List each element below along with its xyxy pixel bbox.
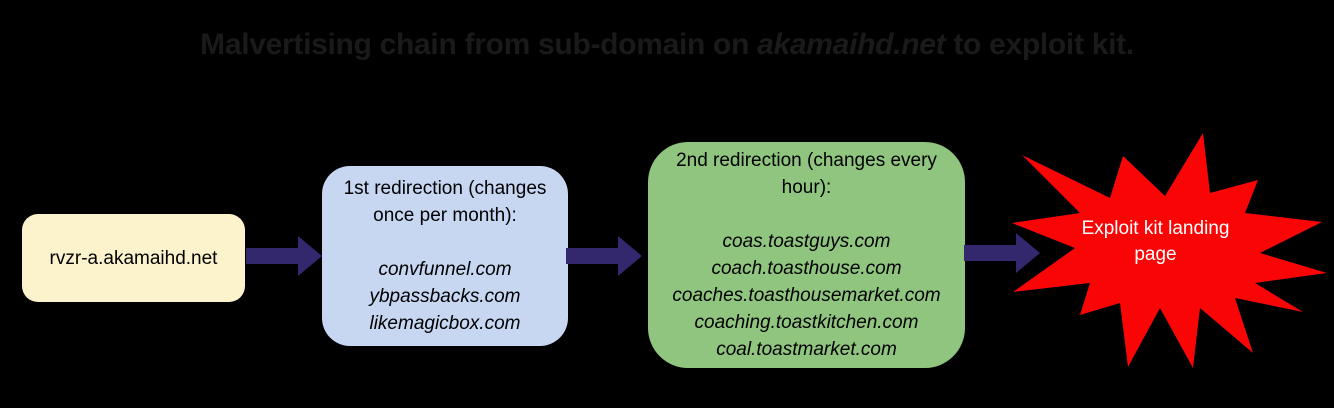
domain-item: coas.toastguys.com bbox=[722, 231, 891, 252]
arrow-right-shape bbox=[246, 236, 322, 276]
arrow-right-shape bbox=[566, 236, 642, 276]
title-suffix: to exploit kit. bbox=[945, 28, 1134, 61]
domain-item: coaches.toasthousemarket.com bbox=[672, 285, 941, 306]
source-domain-label: rvzr-a.akamaihd.net bbox=[49, 247, 218, 269]
domain-item: convfunnel.com bbox=[378, 259, 512, 280]
domain-item: ybpassbacks.com bbox=[369, 286, 521, 307]
explosion-burst-icon bbox=[1012, 133, 1327, 368]
explosion-shape bbox=[1012, 133, 1327, 368]
domain-item: coaching.toastkitchen.com bbox=[694, 312, 919, 333]
redirect2-domain-list: coas.toastguys.com coach.toasthouse.com … bbox=[672, 228, 940, 363]
title-prefix: Malvertising chain from sub-domain on bbox=[200, 28, 758, 61]
redirect2-heading: 2nd redirection (changes every hour): bbox=[676, 150, 937, 198]
domain-item: likemagicbox.com bbox=[369, 313, 521, 334]
domain-item: coach.toasthouse.com bbox=[711, 258, 902, 279]
arrow-right-icon bbox=[246, 236, 322, 276]
title-domain-emphasis: akamaihd.net bbox=[757, 28, 946, 61]
source-node: rvzr-a.akamaihd.net bbox=[22, 214, 245, 302]
exploit-kit-label: Exploit kit landing page bbox=[1081, 218, 1230, 265]
redirect1-heading: 1st redirection (changes once per month)… bbox=[343, 178, 547, 226]
redirect1-domain-list: convfunnel.com ybpassbacks.com likemagic… bbox=[369, 256, 520, 337]
diagram-title: Malvertising chain from sub-domain on ak… bbox=[7, 27, 1327, 63]
arrow-right-icon bbox=[964, 233, 1040, 273]
domain-item: coal.toastmarket.com bbox=[716, 339, 897, 360]
arrow-right-shape bbox=[964, 233, 1040, 273]
arrow-right-icon bbox=[566, 236, 642, 276]
redirect1-node: 1st redirection (changes once per month)… bbox=[322, 166, 568, 346]
redirect2-node: 2nd redirection (changes every hour): co… bbox=[648, 142, 965, 368]
